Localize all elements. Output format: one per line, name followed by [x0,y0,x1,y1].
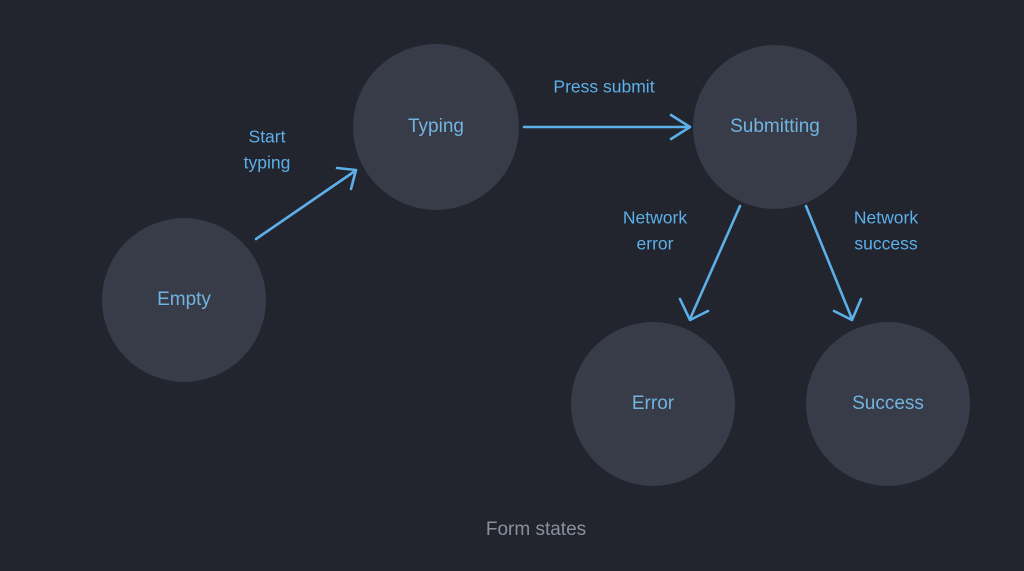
edge-label-empty-to-typing: Start [249,127,286,147]
edge-label-submitting-to-success: Network [854,208,918,228]
edge-line-empty-to-typing [254,169,357,241]
state-label-submitting: Submitting [730,116,820,137]
edge-label-submitting-to-error: Network [623,208,687,228]
state-node-typing[interactable]: Typing [353,44,519,210]
edge-label-typing-to-submitting: Press submit [553,77,654,97]
state-label-typing: Typing [408,116,464,137]
arrowhead-icon-submitting-to-error [678,297,710,322]
arrowhead-icon-empty-to-typing [335,166,358,191]
state-circle-empty[interactable] [102,218,266,382]
state-node-submitting[interactable]: Submitting [693,45,857,209]
diagram-caption: Form states [486,519,586,540]
state-label-error: Error [632,393,675,414]
arrowhead-icon-submitting-to-success [832,297,863,322]
edge-line-submitting-to-error [688,204,742,321]
edge-empty-to-typing: Start typing [244,127,358,241]
state-node-error[interactable]: Error [571,322,735,486]
edge-label-submitting-to-success: success [854,234,917,254]
edge-line-submitting-to-success [804,204,854,321]
state-circle-submitting[interactable] [693,45,857,209]
state-circle-success[interactable] [806,322,970,486]
state-circle-error[interactable] [571,322,735,486]
state-label-empty: Empty [157,289,211,310]
edge-label-empty-to-typing: typing [244,153,291,173]
edge-submitting-to-error: Network error [623,204,742,322]
edge-submitting-to-success: Network success [804,204,918,322]
arrowhead-icon-typing-to-submitting [669,113,692,141]
state-label-success: Success [852,393,924,414]
edge-typing-to-submitting: Press submit [522,77,692,141]
state-node-empty[interactable]: Empty [102,218,266,382]
state-node-success[interactable]: Success [806,322,970,486]
edge-label-submitting-to-error: error [637,234,674,254]
state-circle-typing[interactable] [353,44,519,210]
